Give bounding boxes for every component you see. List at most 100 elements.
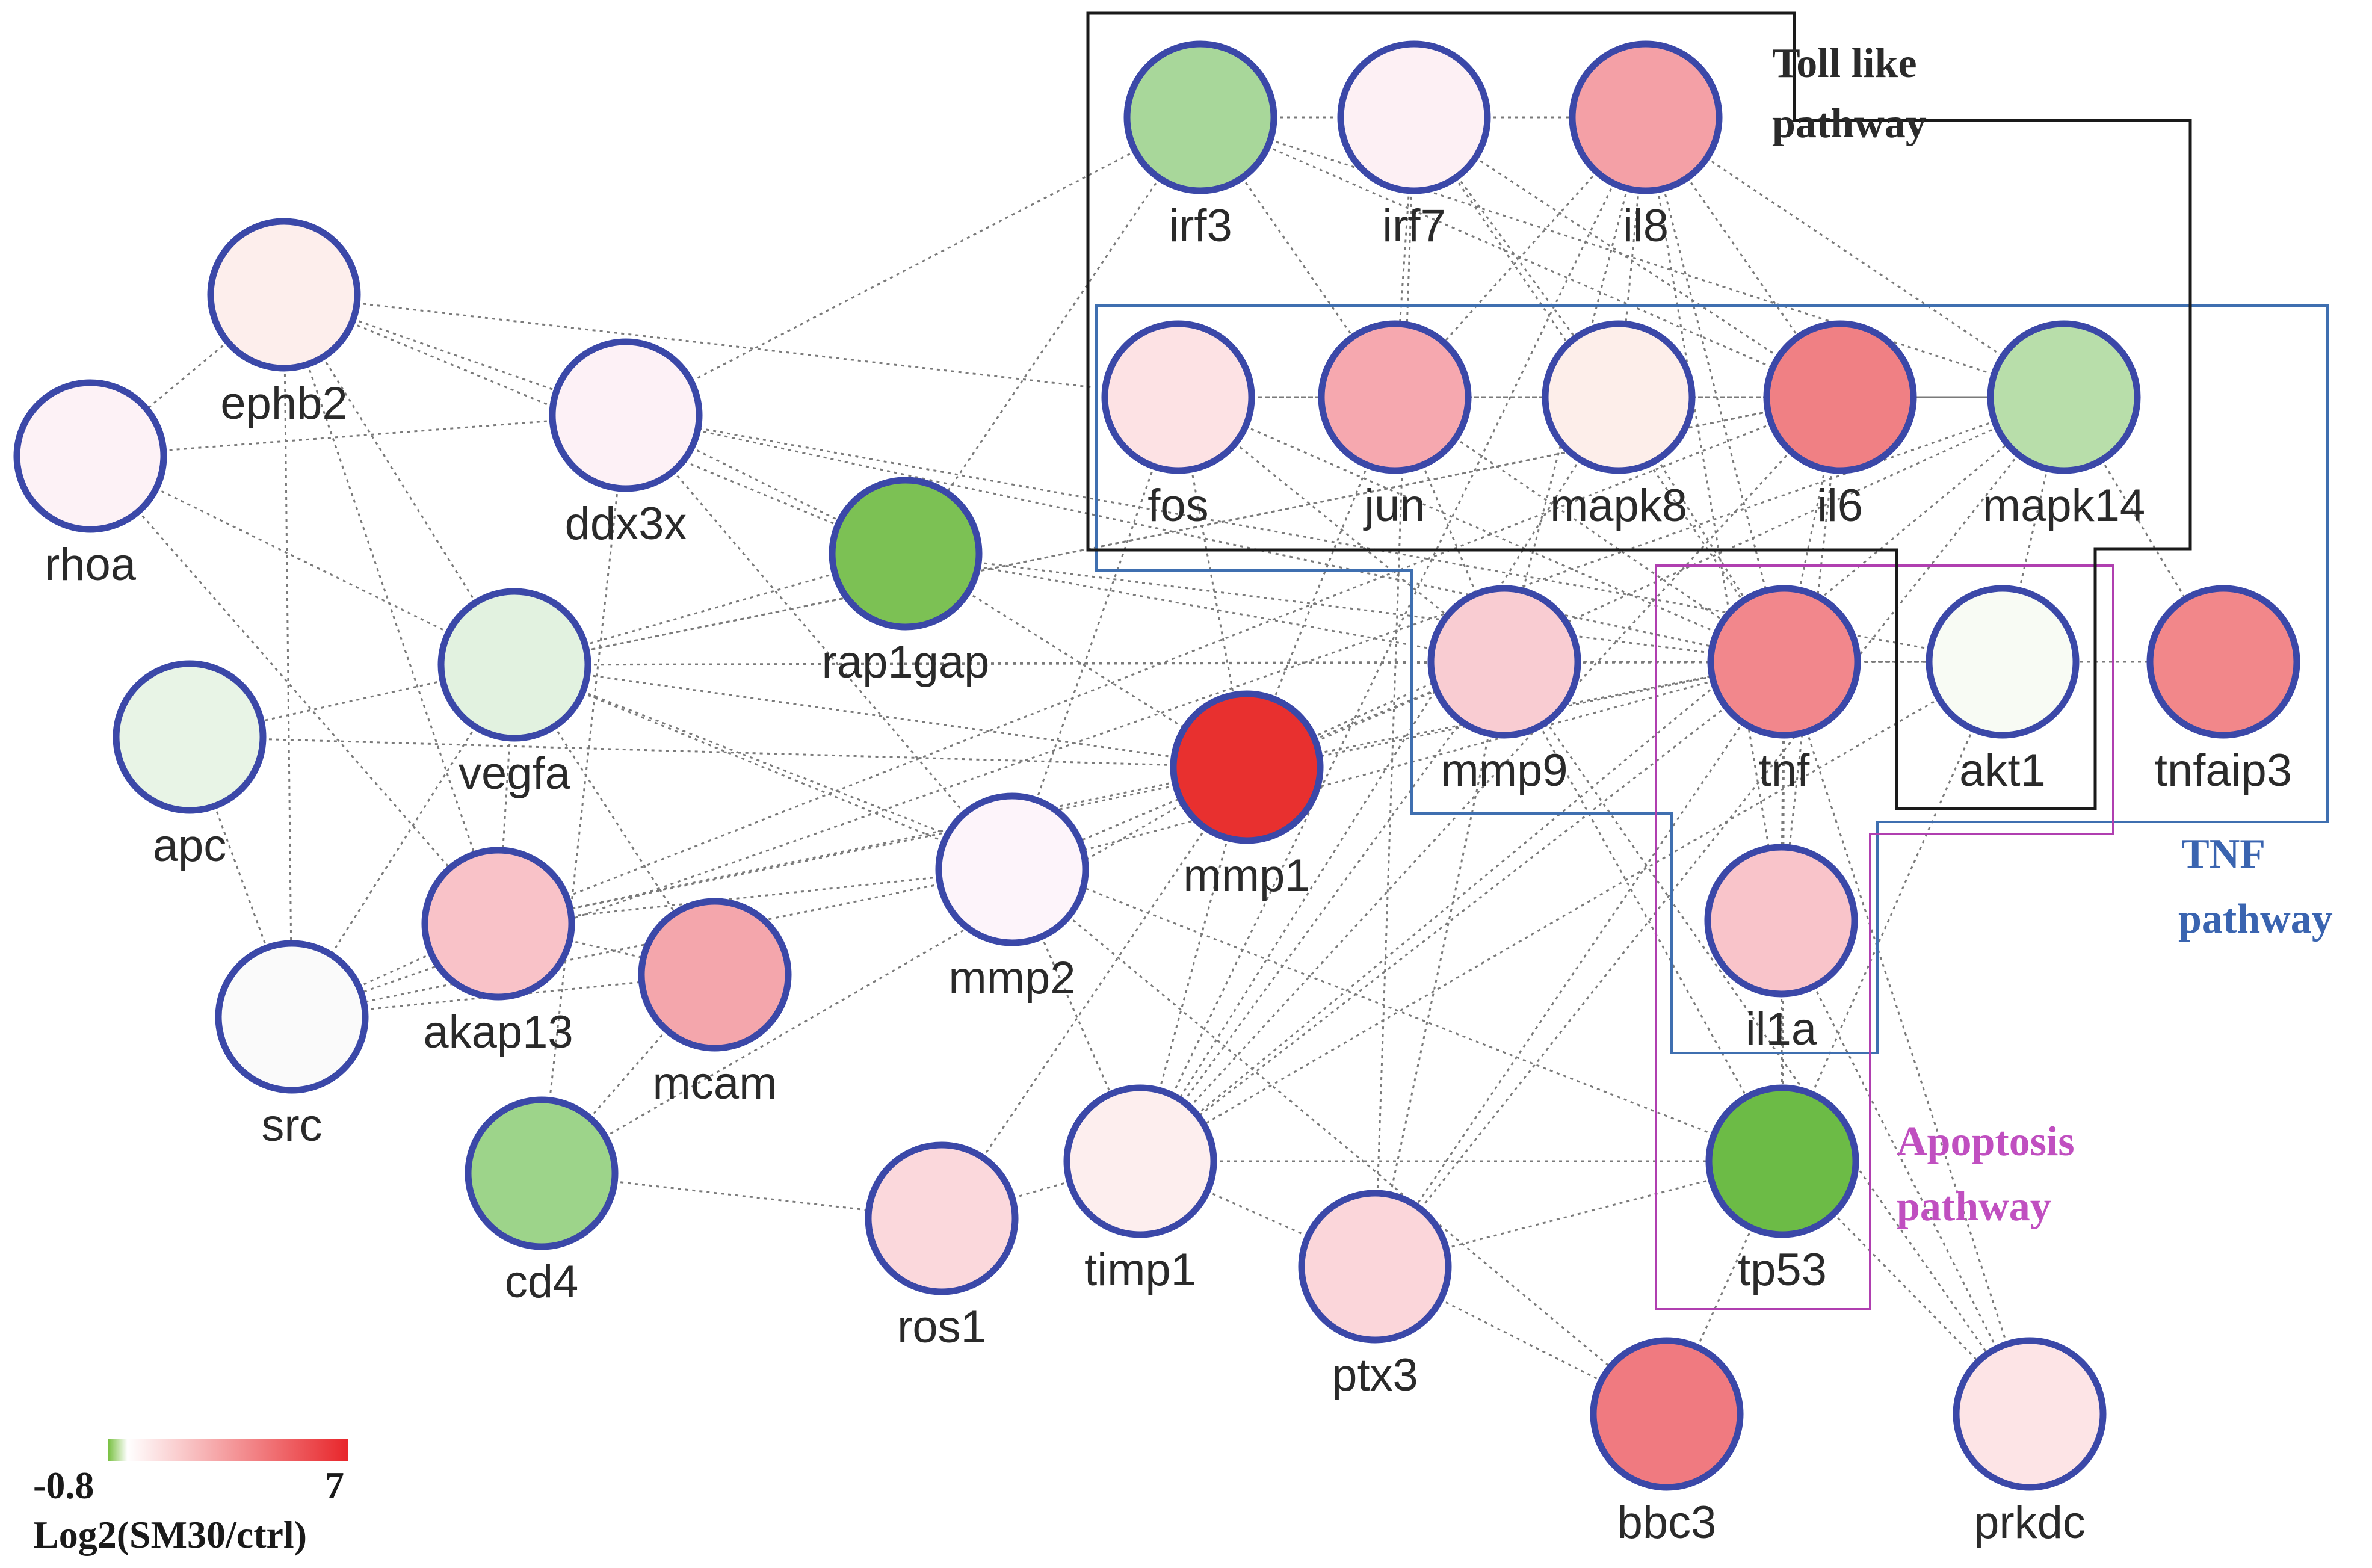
node-ros1[interactable]: ros1 bbox=[865, 1141, 1019, 1353]
edge-tnf-ptx3 bbox=[1374, 661, 1785, 1267]
node-mmp2[interactable]: mmp2 bbox=[935, 792, 1089, 1004]
node-circle-ros1[interactable] bbox=[865, 1141, 1019, 1295]
edge-mmp9-tp53 bbox=[1503, 661, 1784, 1162]
node-il8[interactable]: il8 bbox=[1569, 40, 1723, 252]
node-label-timp1: timp1 bbox=[1084, 1244, 1196, 1295]
node-timp1[interactable]: timp1 bbox=[1063, 1084, 1217, 1295]
node-fos[interactable]: fos bbox=[1101, 320, 1255, 531]
node-circle-akt1[interactable] bbox=[1926, 585, 2080, 739]
node-tp53[interactable]: tp53 bbox=[1705, 1084, 1859, 1295]
node-circle-irf7[interactable] bbox=[1337, 40, 1491, 194]
node-ptx3[interactable]: ptx3 bbox=[1298, 1190, 1452, 1401]
node-circle-fos[interactable] bbox=[1101, 320, 1255, 474]
node-mapk8[interactable]: mapk8 bbox=[1542, 320, 1696, 531]
legend-gradient-bar bbox=[108, 1439, 348, 1461]
node-circle-cd4[interactable] bbox=[465, 1096, 619, 1250]
edge-mapk14-src bbox=[291, 396, 2065, 1018]
node-circle-rap1gap[interactable] bbox=[829, 477, 983, 631]
apoptosis-pathway-label-line1: Apoptosis bbox=[1897, 1119, 2075, 1165]
edge-il8-timp1 bbox=[1139, 117, 1647, 1162]
color-legend: -0.8 7 Log2(SM30/ctrl) bbox=[33, 1439, 348, 1556]
node-circle-mapk14[interactable] bbox=[1987, 320, 2141, 474]
node-il1a[interactable]: il1a bbox=[1704, 844, 1858, 1055]
edge-rhoa-ddx3x bbox=[90, 414, 626, 457]
node-circle-mmp9[interactable] bbox=[1427, 585, 1581, 739]
node-irf3[interactable]: irf3 bbox=[1123, 40, 1277, 252]
edge-vegfa-akt1 bbox=[514, 661, 2003, 666]
node-tnf[interactable]: tnf bbox=[1707, 585, 1861, 796]
node-circle-ptx3[interactable] bbox=[1298, 1190, 1452, 1344]
node-circle-timp1[interactable] bbox=[1063, 1084, 1217, 1238]
node-circle-ephb2[interactable] bbox=[207, 218, 361, 372]
node-cd4[interactable]: cd4 bbox=[465, 1096, 619, 1307]
node-ephb2[interactable]: ephb2 bbox=[207, 218, 361, 429]
edge-tnf-mmp2 bbox=[1011, 661, 1785, 871]
node-circle-mmp2[interactable] bbox=[935, 792, 1089, 946]
node-label-akt1: akt1 bbox=[1959, 745, 2046, 796]
node-circle-il1a[interactable] bbox=[1704, 844, 1858, 998]
toll-pathway-label-line1: Toll like bbox=[1772, 40, 1917, 87]
node-circle-jun[interactable] bbox=[1318, 320, 1472, 474]
node-mapk14[interactable]: mapk14 bbox=[1983, 320, 2145, 531]
legend-min-value: -0.8 bbox=[33, 1464, 94, 1507]
node-circle-bbc3[interactable] bbox=[1590, 1337, 1744, 1491]
node-label-fos: fos bbox=[1147, 480, 1208, 531]
node-rhoa[interactable]: rhoa bbox=[13, 379, 167, 590]
edge-irf7-il6 bbox=[1413, 116, 1841, 398]
node-label-akap13: akap13 bbox=[423, 1007, 573, 1058]
node-circle-il6[interactable] bbox=[1763, 320, 1917, 474]
node-circle-rhoa[interactable] bbox=[13, 379, 167, 533]
edge-mmp9-mmp2 bbox=[1011, 661, 1505, 871]
node-circle-src[interactable] bbox=[215, 940, 369, 1094]
node-bbc3[interactable]: bbc3 bbox=[1590, 1337, 1744, 1548]
node-circle-apc[interactable] bbox=[113, 660, 267, 814]
node-prkdc[interactable]: prkdc bbox=[1953, 1337, 2107, 1548]
edge-tnf-timp1 bbox=[1140, 661, 1785, 1162]
toll-like-pathway-box bbox=[1086, 11, 2192, 810]
edge-rap1gap-tnf bbox=[905, 552, 1785, 663]
node-circle-tnfaip3[interactable] bbox=[2146, 585, 2300, 739]
node-mmp9[interactable]: mmp9 bbox=[1427, 585, 1581, 796]
node-irf7[interactable]: irf7 bbox=[1337, 40, 1491, 252]
node-mmp1[interactable]: mmp1 bbox=[1170, 690, 1324, 901]
edge-ephb2-akap13 bbox=[283, 294, 499, 924]
node-akt1[interactable]: akt1 bbox=[1926, 585, 2080, 796]
tnf-pathway-label: TNF pathway bbox=[2178, 831, 2333, 942]
node-tnfaip3[interactable]: tnfaip3 bbox=[2146, 585, 2300, 796]
node-circle-vegfa[interactable] bbox=[437, 588, 591, 742]
edge-ptx3-tp53 bbox=[1374, 1160, 1783, 1268]
edge-tnf-akap13 bbox=[498, 661, 1785, 925]
node-circle-tp53[interactable] bbox=[1705, 1084, 1859, 1238]
node-label-vegfa: vegfa bbox=[459, 748, 571, 799]
edge-jun-tnf bbox=[1394, 396, 1785, 663]
node-jun[interactable]: jun bbox=[1318, 320, 1472, 531]
node-label-ephb2: ephb2 bbox=[220, 378, 347, 429]
node-circle-prkdc[interactable] bbox=[1953, 1337, 2107, 1491]
node-circle-mcam[interactable] bbox=[638, 898, 792, 1052]
node-vegfa[interactable]: vegfa bbox=[437, 588, 591, 799]
node-rap1gap[interactable]: rap1gap bbox=[822, 477, 990, 688]
node-ddx3x[interactable]: ddx3x bbox=[549, 338, 703, 549]
edge-ephb2-fos bbox=[283, 294, 1179, 398]
node-apc[interactable]: apc bbox=[113, 660, 267, 871]
node-circle-il8[interactable] bbox=[1569, 40, 1723, 194]
edge-ddx3x-cd4 bbox=[540, 415, 627, 1174]
node-circle-irf3[interactable] bbox=[1123, 40, 1277, 194]
node-circle-ddx3x[interactable] bbox=[549, 338, 703, 492]
node-label-jun: jun bbox=[1363, 480, 1425, 531]
node-circle-mmp1[interactable] bbox=[1170, 690, 1324, 844]
node-label-il6: il6 bbox=[1817, 480, 1863, 531]
edge-mapk14-ptx3 bbox=[1374, 397, 2065, 1267]
edge-irf7-ptx3 bbox=[1374, 117, 1415, 1267]
node-il6[interactable]: il6 bbox=[1763, 320, 1917, 531]
node-circle-tnf[interactable] bbox=[1707, 585, 1861, 739]
node-mcam[interactable]: mcam bbox=[638, 898, 792, 1109]
node-label-mapk14: mapk14 bbox=[1983, 480, 2145, 531]
node-label-prkdc: prkdc bbox=[1974, 1497, 2086, 1548]
node-akap13[interactable]: akap13 bbox=[421, 847, 575, 1058]
node-circle-mapk8[interactable] bbox=[1542, 320, 1696, 474]
node-label-cd4: cd4 bbox=[505, 1256, 579, 1307]
node-label-il8: il8 bbox=[1623, 200, 1669, 252]
node-src[interactable]: src bbox=[215, 940, 369, 1151]
node-circle-akap13[interactable] bbox=[421, 847, 575, 1001]
